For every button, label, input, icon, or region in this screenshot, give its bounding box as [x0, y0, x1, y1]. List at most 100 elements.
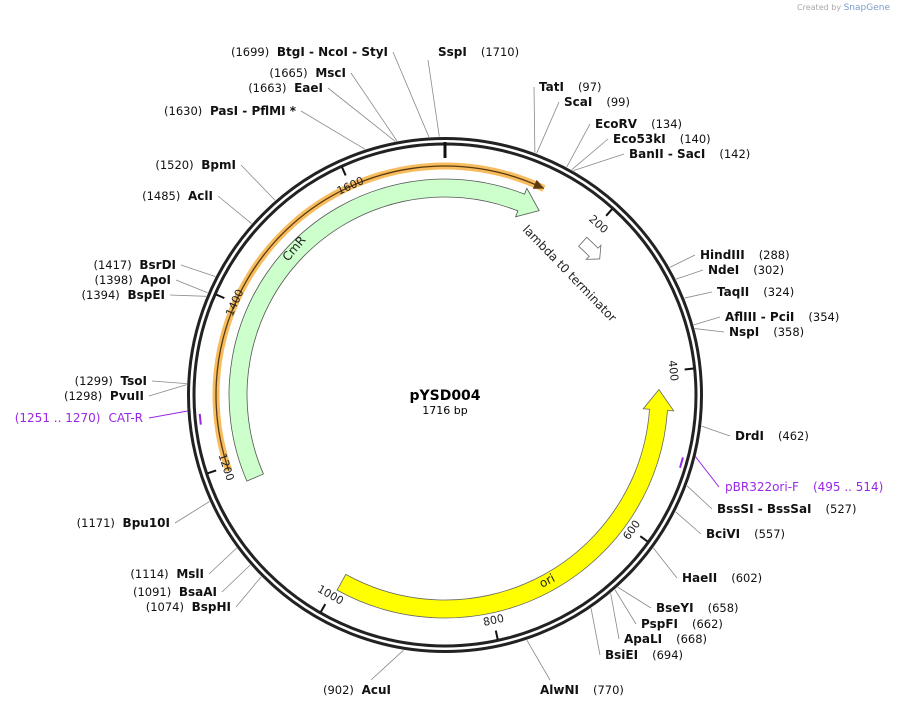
- site-name: MscI: [315, 66, 346, 80]
- restriction-site: BseYI(658): [656, 601, 739, 615]
- restriction-site: TaqII(324): [717, 285, 794, 299]
- site-position: (1699): [231, 45, 273, 59]
- site-name: PvuII: [110, 389, 144, 403]
- tick-label: 400: [666, 360, 681, 382]
- site-leader-line: [180, 264, 216, 277]
- tick-mark: [341, 166, 347, 176]
- site-position: (902): [323, 683, 358, 697]
- site-leader-line: [300, 110, 366, 150]
- restriction-site: PspFI (662): [641, 617, 723, 631]
- site-position: (99): [606, 95, 630, 109]
- restriction-site: (1114) MslI: [130, 567, 204, 581]
- site-name: PspFI: [641, 617, 678, 631]
- site-name: HaeII: [682, 571, 717, 585]
- lambda-t0-terminator-arrow: [578, 236, 602, 260]
- site-position: (658): [708, 601, 739, 615]
- site-name: AclI: [188, 189, 213, 203]
- primer-range: (1251 .. 1270): [15, 411, 101, 425]
- ori-label: ori: [537, 571, 557, 591]
- site-position: (694): [652, 648, 683, 662]
- site-name: SspI: [438, 45, 467, 59]
- primer-range: (495 .. 514): [813, 480, 883, 494]
- primer-mark: [679, 457, 684, 469]
- site-leader-line: [151, 380, 187, 385]
- site-position: (662): [692, 617, 723, 631]
- site-name: BsaAI: [179, 585, 217, 599]
- site-leader-line: [675, 511, 702, 535]
- site-leader-line: [175, 279, 208, 294]
- site-leader-line: [235, 576, 262, 608]
- site-leader-line: [217, 195, 252, 224]
- restriction-site: (1171) Bpu10I: [77, 516, 170, 530]
- restriction-site: EcoRV (134): [595, 117, 682, 131]
- cmr-arrow: [228, 178, 540, 482]
- tick-label: 1200: [216, 452, 237, 483]
- site-leader-line: [533, 86, 536, 153]
- site-leader-line: [686, 485, 713, 510]
- cmr-feature-arrowhead: [532, 179, 544, 189]
- site-leader-line: [350, 72, 398, 142]
- restriction-site: (1699) BtgI - NcoI - StyI: [231, 45, 388, 59]
- restriction-site: (1074) BspHI: [146, 600, 231, 614]
- site-position: (668): [676, 632, 707, 646]
- restriction-site: HaeII(602): [682, 571, 762, 585]
- site-leader-line: [590, 608, 601, 656]
- tick-label: 1400: [223, 287, 246, 318]
- site-position: (142): [719, 147, 750, 161]
- site-leader-line: [573, 153, 625, 172]
- site-leader-line: [693, 316, 721, 326]
- site-name: NdeI: [708, 263, 739, 277]
- restriction-site: (1394) BspEI: [82, 288, 165, 302]
- snapgene-credit: Created by SnapGene: [797, 3, 890, 13]
- restriction-site: (1663) EaeI: [248, 81, 323, 95]
- restriction-site: AlwNI (770): [540, 683, 624, 697]
- site-position: (1398): [95, 273, 137, 287]
- site-position: (324): [763, 285, 794, 299]
- site-name: BssSI - BssSaI: [717, 502, 812, 516]
- site-name: BspEI: [127, 288, 165, 302]
- site-position: (134): [651, 117, 682, 131]
- site-name: ApaLI: [624, 632, 662, 646]
- site-name: ScaI: [564, 95, 592, 109]
- site-name: TsoI: [121, 374, 147, 388]
- site-name: BspHI: [192, 600, 231, 614]
- tick-mark: [605, 208, 613, 217]
- site-name: AlwNI: [540, 683, 579, 697]
- site-name: EaeI: [294, 81, 323, 95]
- plasmid-name: pYSD004: [409, 388, 480, 404]
- site-name: ApoI: [140, 273, 171, 287]
- restriction-site: BssSI - BssSaI(527): [717, 502, 856, 516]
- primer-leader-line: [695, 456, 720, 488]
- site-name: Bpu10I: [123, 516, 170, 530]
- primer-label: (1251 .. 1270)CAT-R: [15, 411, 143, 425]
- site-leader-line: [571, 138, 609, 171]
- restriction-site: HindIII(288): [700, 248, 790, 262]
- site-leader-line: [669, 254, 696, 268]
- site-name: PasI - PflMI *: [210, 104, 297, 118]
- site-name: BciVI: [706, 527, 740, 541]
- tick-label: 1600: [335, 174, 366, 197]
- primer-label: pBR322ori-F(495 .. 514): [725, 480, 883, 494]
- site-leader-line: [526, 639, 551, 681]
- ring-outer: [187, 137, 703, 653]
- site-position: (1485): [142, 189, 184, 203]
- site-position: (358): [773, 325, 804, 339]
- restriction-site: (1417) BsrDI: [93, 258, 176, 272]
- site-position: (1710): [481, 45, 519, 59]
- site-position: (1298): [64, 389, 106, 403]
- site-name: AcuI: [362, 683, 391, 697]
- restriction-site: (902) AcuI: [323, 683, 391, 697]
- site-leader-line: [148, 384, 187, 397]
- tick-mark: [639, 535, 649, 543]
- site-leader-line: [614, 589, 637, 625]
- site-position: (302): [753, 263, 784, 277]
- tick-mark: [215, 293, 225, 300]
- site-leader-line: [208, 547, 237, 575]
- tick-label: 800: [482, 612, 505, 629]
- restriction-site: ApaLI (668): [624, 632, 707, 646]
- tick-mark: [207, 469, 217, 475]
- site-position: (1520): [155, 158, 197, 172]
- site-position: (770): [593, 683, 624, 697]
- site-name: EcoRV: [595, 117, 638, 131]
